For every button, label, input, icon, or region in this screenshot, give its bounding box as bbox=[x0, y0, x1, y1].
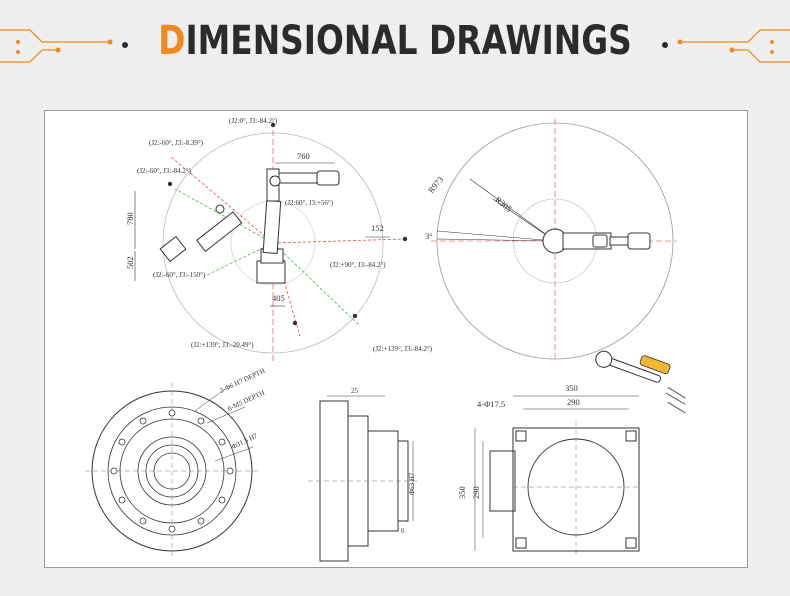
flange-note: Φ31.5 H7 bbox=[230, 432, 259, 451]
pose-label: (J2:-60°, J3:-8.39°) bbox=[149, 139, 204, 147]
page-title: DIMENSIONAL DRAWINGS bbox=[71, 18, 719, 64]
pose-label: (J2:-60°, J3:-84.2°) bbox=[137, 167, 192, 175]
dim-405: 405 bbox=[272, 293, 285, 303]
pose-label: (J2:+90°, J3:-84.2°) bbox=[330, 261, 386, 269]
page-header: DIMENSIONAL DRAWINGS bbox=[0, 0, 790, 95]
dim-780: 780 bbox=[125, 212, 135, 225]
joint-marker bbox=[215, 204, 225, 214]
title-dot-left bbox=[122, 42, 128, 48]
drawings-canvas: 760 780 502 152 405 (J2:0°, J3:-84.2°) (… bbox=[85, 117, 686, 562]
title-dot-right bbox=[662, 42, 668, 48]
pose-label: (J2:0°, J3:-84.2°) bbox=[229, 117, 278, 125]
dim-152: 152 bbox=[371, 223, 384, 233]
pose-label: (J2:+139°, J3:-20.49°) bbox=[191, 341, 254, 349]
joint-marker bbox=[269, 175, 281, 187]
dim-r973: R973 bbox=[426, 175, 446, 196]
plate-dim-290-side: 290 bbox=[471, 486, 481, 499]
base-plate-view bbox=[474, 395, 640, 557]
robot-arm-side bbox=[159, 168, 340, 284]
drawing-panel: 760 780 502 152 405 (J2:0°, J3:-84.2°) (… bbox=[44, 110, 748, 568]
pose-label: (J2:60°, J3:+56°) bbox=[285, 199, 334, 207]
dim-angle: 3° bbox=[425, 231, 433, 241]
pose-label: (J2:+139°, J3:-84.2°) bbox=[373, 345, 433, 353]
left-circuit-decoration bbox=[0, 29, 113, 63]
title-rest: IMENSIONAL DRAWINGS bbox=[185, 18, 632, 64]
flange-front-view: 2-Φ6 H7 DEPTH 6-M5 DEPTH Φ31.5 H7 bbox=[85, 367, 266, 559]
plate-dim-350-top: 350 bbox=[565, 383, 578, 393]
title-first-letter: D bbox=[158, 18, 186, 64]
pose-label: (J2:-60°, J3:-150°) bbox=[153, 271, 206, 279]
plate-holes-note: 4-Φ17.5 bbox=[477, 399, 505, 409]
robot-side-view: 760 780 502 152 405 (J2:0°, J3:-84.2°) (… bbox=[125, 117, 433, 361]
section-dim-side: Φ63 H7 bbox=[408, 472, 416, 495]
section-dim-top: 25 bbox=[351, 387, 359, 395]
robot-arm-top bbox=[542, 228, 651, 254]
plate-dim-350-side: 350 bbox=[457, 486, 467, 499]
flange-note: 6-M5 DEPTH bbox=[226, 389, 266, 413]
flange-section-view bbox=[308, 395, 420, 562]
right-circuit-decoration bbox=[677, 29, 790, 63]
plate-dim-290-top: 290 bbox=[567, 397, 580, 407]
robot-top-view: R973 R305 3° bbox=[425, 119, 677, 361]
section-dim-small: 6 bbox=[401, 527, 405, 535]
dim-502: 502 bbox=[125, 256, 135, 269]
wrench-icon bbox=[595, 350, 686, 414]
dim-760: 760 bbox=[297, 151, 310, 161]
